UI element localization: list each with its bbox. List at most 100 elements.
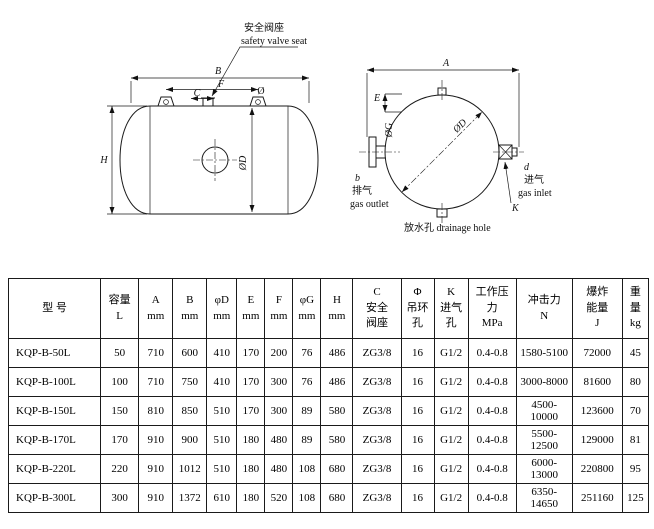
spec-cell: 900 — [172, 425, 208, 455]
column-header: A mm — [138, 278, 174, 339]
spec-cell: 510 — [206, 396, 238, 426]
spec-cell: 5500-12500 — [515, 425, 573, 455]
spec-cell: 0.4-0.8 — [467, 425, 517, 455]
lifting-lug-left — [157, 96, 175, 107]
callout-safety-valve-seat-cn: 安全阀座 — [244, 21, 284, 34]
spec-cell: 80 — [621, 367, 650, 397]
spec-cell: 89 — [292, 396, 322, 426]
spec-cell: 300 — [264, 396, 294, 426]
column-header: C 安全 阀座 — [352, 278, 402, 339]
spec-cell: 410 — [206, 367, 238, 397]
spec-cell: 16 — [400, 454, 435, 484]
spec-cell: 16 — [400, 396, 435, 426]
spec-cell: 410 — [206, 338, 238, 368]
model-cell: KQP-B-170L — [7, 425, 102, 455]
spec-cell: 81 — [621, 425, 650, 455]
model-cell: KQP-B-300L — [7, 483, 102, 513]
gas-outlet-flange — [359, 136, 400, 168]
spec-cell: 6350-14650 — [515, 483, 573, 513]
spec-cell: 150 — [100, 396, 140, 426]
column-header: B mm — [172, 278, 208, 339]
dim-label-phiG: ØG — [384, 123, 395, 138]
label-drain: 放水孔 drainage hole — [404, 221, 491, 234]
spec-cell: G1/2 — [433, 454, 469, 484]
spec-cell: 0.4-0.8 — [467, 396, 517, 426]
column-header: E mm — [236, 278, 266, 339]
spec-cell: 3000-8000 — [515, 367, 573, 397]
dim-label-phiD-end: ØD — [451, 117, 470, 136]
spec-cell: 200 — [264, 338, 294, 368]
spec-cell: 170 — [100, 425, 140, 455]
column-header: φG mm — [292, 278, 322, 339]
spec-cell: 510 — [206, 454, 238, 484]
spec-cell: ZG3/8 — [352, 338, 402, 368]
spec-cell: 16 — [400, 367, 435, 397]
dim-label-C: C — [194, 88, 201, 99]
safety-valve-seat-fitting — [201, 97, 215, 107]
lifting-lug-right — [249, 96, 267, 107]
side-view-drawing: ØD B F C — [99, 21, 319, 215]
spec-cell: G1/2 — [433, 396, 469, 426]
spec-cell: ZG3/8 — [352, 425, 402, 455]
spec-cell: 125 — [621, 483, 650, 513]
spec-cell: 1012 — [172, 454, 208, 484]
label-outlet-en: gas outlet — [350, 199, 389, 210]
dim-label-lug-hole: Ø — [257, 86, 264, 97]
spec-cell: 108 — [292, 483, 322, 513]
label-outlet-cn: 排气 — [352, 184, 372, 197]
spec-cell: 220800 — [571, 454, 623, 484]
spec-cell: G1/2 — [433, 425, 469, 455]
column-header: F mm — [264, 278, 294, 339]
dim-label-A: A — [442, 58, 450, 69]
spec-cell: ZG3/8 — [352, 454, 402, 484]
column-header: 工作压 力 MPa — [467, 278, 517, 339]
leader-line-K — [503, 161, 512, 204]
spec-cell: 170 — [236, 367, 266, 397]
spec-cell: 680 — [320, 454, 354, 484]
spec-cell: 89 — [292, 425, 322, 455]
model-cell: KQP-B-220L — [7, 454, 102, 484]
model-cell: KQP-B-100L — [7, 367, 102, 397]
dim-label-K: K — [511, 203, 520, 214]
spec-cell: ZG3/8 — [352, 396, 402, 426]
column-header: K 进气 孔 — [433, 278, 469, 339]
model-cell: KQP-B-150L — [7, 396, 102, 426]
spec-cell: 70 — [621, 396, 650, 426]
spec-cell: 480 — [264, 454, 294, 484]
drain-fitting — [436, 208, 448, 218]
spec-cell: 0.4-0.8 — [467, 367, 517, 397]
spec-cell: 600 — [172, 338, 208, 368]
column-header: 冲击力 N — [515, 278, 573, 339]
callout-safety-valve-seat-en: safety valve seat — [241, 36, 307, 47]
column-header: H mm — [320, 278, 354, 339]
column-header: φD mm — [206, 278, 238, 339]
end-view-drawing: A E ØG ØD — [350, 58, 552, 234]
spec-cell: 486 — [320, 338, 354, 368]
spec-cell: 750 — [172, 367, 208, 397]
spec-cell: G1/2 — [433, 483, 469, 513]
spec-cell: 170 — [236, 396, 266, 426]
spec-cell: 0.4-0.8 — [467, 454, 517, 484]
model-cell: KQP-B-50L — [7, 338, 102, 368]
spec-cell: 16 — [400, 425, 435, 455]
spec-cell: 180 — [236, 483, 266, 513]
spec-cell: 580 — [320, 425, 354, 455]
spec-cell: 710 — [138, 338, 174, 368]
spec-cell: 680 — [320, 483, 354, 513]
callout-leader-line — [211, 46, 298, 97]
spec-cell: 100 — [100, 367, 140, 397]
spec-cell: 1372 — [172, 483, 208, 513]
spec-cell: 0.4-0.8 — [467, 483, 517, 513]
spec-cell: 72000 — [571, 338, 623, 368]
technical-drawings: ØD B F C — [99, 21, 552, 234]
dim-label-H: H — [99, 155, 108, 166]
spec-cell: 1580-5100 — [515, 338, 573, 368]
